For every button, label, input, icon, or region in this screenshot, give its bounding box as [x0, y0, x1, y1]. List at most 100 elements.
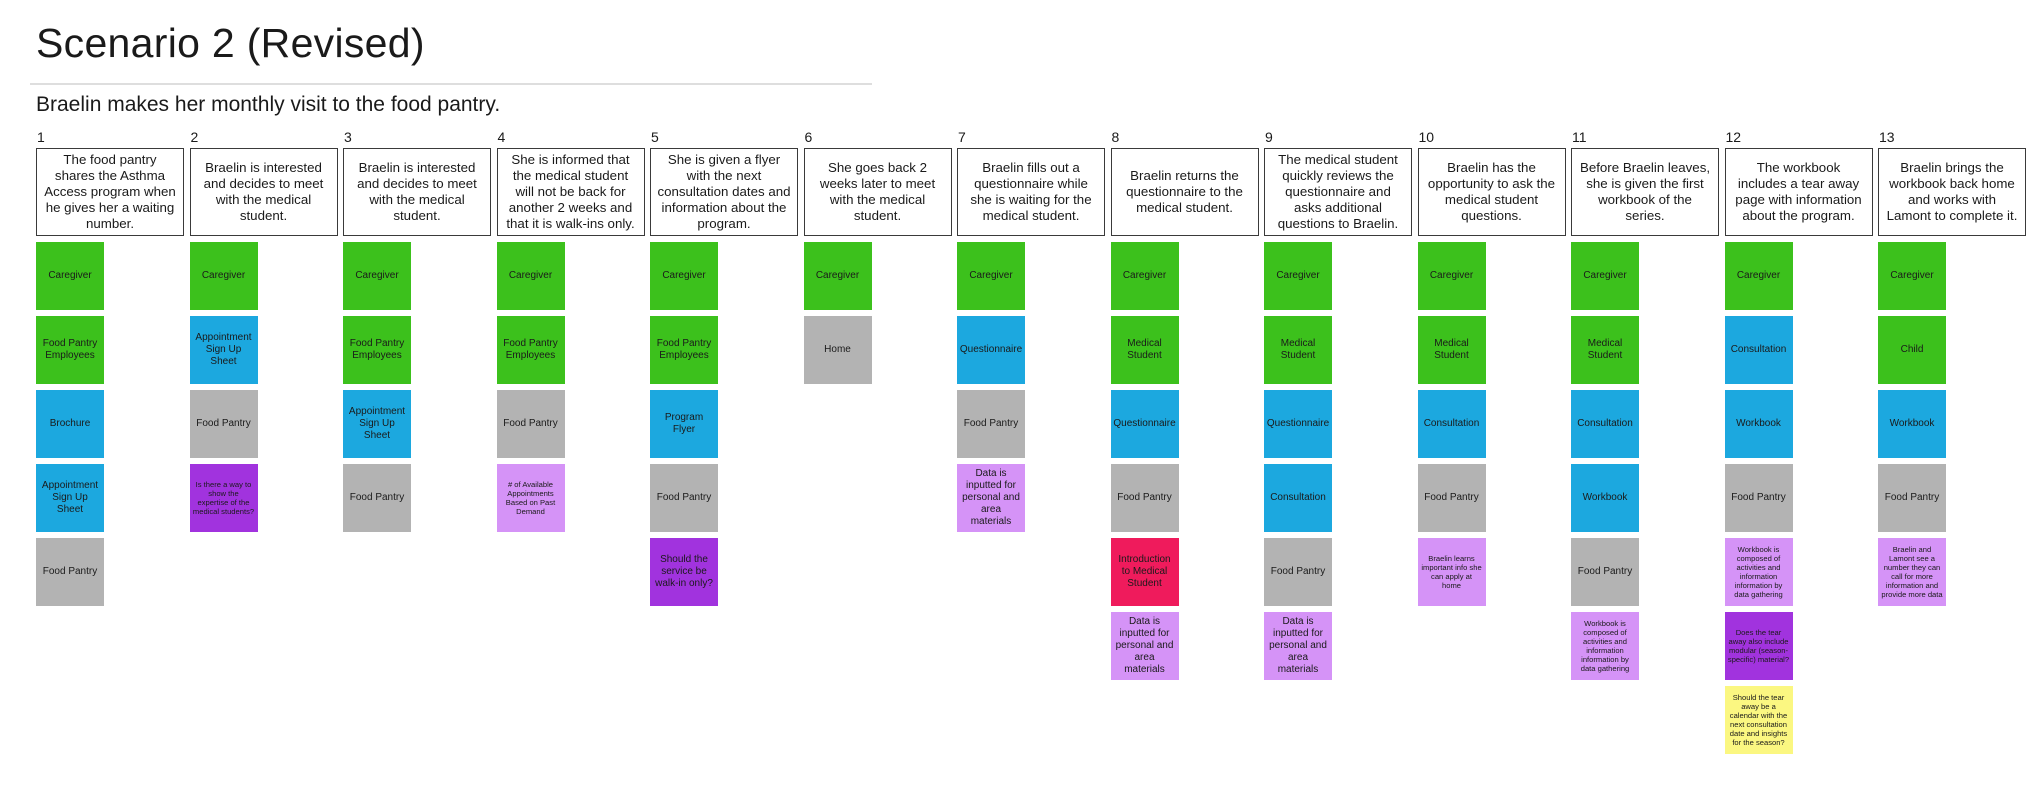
- step-description: She goes back 2 weeks later to meet with…: [803, 148, 952, 236]
- sticky-note[interactable]: Should the service be walk-in only?: [650, 538, 718, 606]
- step-description: The workbook includes a tear away page w…: [1724, 148, 1873, 236]
- sticky-note[interactable]: Food Pantry: [1417, 464, 1486, 532]
- step-number: 4: [497, 129, 506, 145]
- sticky-note[interactable]: Appointment Sign Up Sheet: [189, 316, 258, 384]
- sticky-note[interactable]: Brochure: [36, 390, 104, 458]
- sticky-note[interactable]: Data is inputted for personal and area m…: [957, 464, 1025, 532]
- step-number: 13: [1879, 129, 1895, 145]
- step-description: She is informed that the medical student…: [496, 148, 645, 236]
- sticky-note[interactable]: Caregiver: [650, 242, 718, 310]
- sticky-note[interactable]: Questionnaire: [1110, 390, 1179, 458]
- sticky-note[interactable]: Consultation: [1571, 390, 1639, 458]
- sticky-note[interactable]: Workbook: [1878, 390, 1946, 458]
- sticky-note[interactable]: Braelin and Lamont see a number they can…: [1878, 538, 1946, 606]
- sticky-note[interactable]: Caregiver: [1417, 242, 1486, 310]
- sticky-note[interactable]: Braelin learns important info she can ap…: [1417, 538, 1486, 606]
- sticky-note[interactable]: Appointment Sign Up Sheet: [343, 390, 411, 458]
- sticky-note[interactable]: Food Pantry: [1724, 464, 1793, 532]
- sticky-note[interactable]: Consultation: [1724, 316, 1793, 384]
- title-divider: [30, 83, 872, 85]
- sticky-note[interactable]: Workbook: [1724, 390, 1793, 458]
- sticky-note[interactable]: Food Pantry: [1110, 464, 1179, 532]
- sticky-note[interactable]: Caregiver: [1110, 242, 1179, 310]
- sticky-note[interactable]: Program Flyer: [650, 390, 718, 458]
- sticky-note[interactable]: Medical Student: [1110, 316, 1179, 384]
- sticky-note[interactable]: Home: [803, 316, 872, 384]
- sticky-note[interactable]: Questionnaire: [957, 316, 1025, 384]
- step-number: 12: [1725, 129, 1742, 145]
- step-description: Braelin is interested and decides to mee…: [189, 148, 338, 236]
- sticky-note[interactable]: Consultation: [1264, 464, 1332, 532]
- page-title: Scenario 2 (Revised): [36, 20, 425, 66]
- step-description: The food pantry shares the Asthma Access…: [36, 148, 184, 236]
- sticky-note[interactable]: Child: [1878, 316, 1946, 384]
- sticky-note[interactable]: Consultation: [1417, 390, 1486, 458]
- sticky-note[interactable]: Caregiver: [343, 242, 411, 310]
- sticky-note[interactable]: Caregiver: [189, 242, 258, 310]
- sticky-note[interactable]: Food Pantry Employees: [36, 316, 104, 384]
- step-number: 1: [37, 129, 45, 145]
- sticky-note[interactable]: Food Pantry: [957, 390, 1025, 458]
- sticky-note[interactable]: Caregiver: [1264, 242, 1332, 310]
- sticky-note[interactable]: Food Pantry: [650, 464, 718, 532]
- sticky-note[interactable]: Medical Student: [1264, 316, 1332, 384]
- sticky-note[interactable]: Caregiver: [803, 242, 872, 310]
- sticky-note[interactable]: Data is inputted for personal and area m…: [1110, 612, 1179, 680]
- sticky-note[interactable]: Data is inputted for personal and area m…: [1264, 612, 1332, 680]
- sticky-note[interactable]: Caregiver: [957, 242, 1025, 310]
- sticky-note[interactable]: Caregiver: [496, 242, 565, 310]
- sticky-note[interactable]: Food Pantry: [1264, 538, 1332, 606]
- sticky-note[interactable]: Food Pantry Employees: [650, 316, 718, 384]
- sticky-note[interactable]: Food Pantry: [1571, 538, 1639, 606]
- step-number: 11: [1572, 129, 1587, 145]
- sticky-note[interactable]: Workbook is composed of activities and i…: [1571, 612, 1639, 680]
- step-description: Braelin brings the workbook back home an…: [1878, 148, 2026, 236]
- sticky-note[interactable]: Food Pantry Employees: [343, 316, 411, 384]
- step-number: 7: [958, 129, 966, 145]
- sticky-note[interactable]: Appointment Sign Up Sheet: [36, 464, 104, 532]
- sticky-note[interactable]: Food Pantry: [343, 464, 411, 532]
- sticky-note[interactable]: Questionnaire: [1264, 390, 1332, 458]
- sticky-note[interactable]: Workbook is composed of activities and i…: [1724, 538, 1793, 606]
- sticky-note[interactable]: Medical Student: [1571, 316, 1639, 384]
- sticky-note[interactable]: Medical Student: [1417, 316, 1486, 384]
- sticky-note[interactable]: Caregiver: [1878, 242, 1946, 310]
- sticky-note[interactable]: Does the tear away also include modular …: [1724, 612, 1793, 680]
- sticky-note[interactable]: # of Available Appointments Based on Pas…: [496, 464, 565, 532]
- sticky-note[interactable]: Is there a way to show the expertise of …: [189, 464, 258, 532]
- sticky-note[interactable]: Food Pantry: [496, 390, 565, 458]
- sticky-note[interactable]: Introduction to Medical Student: [1110, 538, 1179, 606]
- sticky-note[interactable]: Caregiver: [36, 242, 104, 310]
- sticky-note[interactable]: Food Pantry: [189, 390, 258, 458]
- step-description: Braelin fills out a questionnaire while …: [957, 148, 1105, 236]
- sticky-note[interactable]: Food Pantry: [36, 538, 104, 606]
- scenario-subtitle: Braelin makes her monthly visit to the f…: [36, 93, 501, 116]
- sticky-note[interactable]: Food Pantry: [1878, 464, 1946, 532]
- step-description: Braelin is interested and decides to mee…: [343, 148, 491, 236]
- sticky-note[interactable]: Workbook: [1571, 464, 1639, 532]
- sticky-note[interactable]: Caregiver: [1571, 242, 1639, 310]
- sticky-note[interactable]: Should the tear away be a calendar with …: [1724, 686, 1793, 754]
- sticky-note[interactable]: Food Pantry Employees: [496, 316, 565, 384]
- sticky-note[interactable]: Caregiver: [1724, 242, 1793, 310]
